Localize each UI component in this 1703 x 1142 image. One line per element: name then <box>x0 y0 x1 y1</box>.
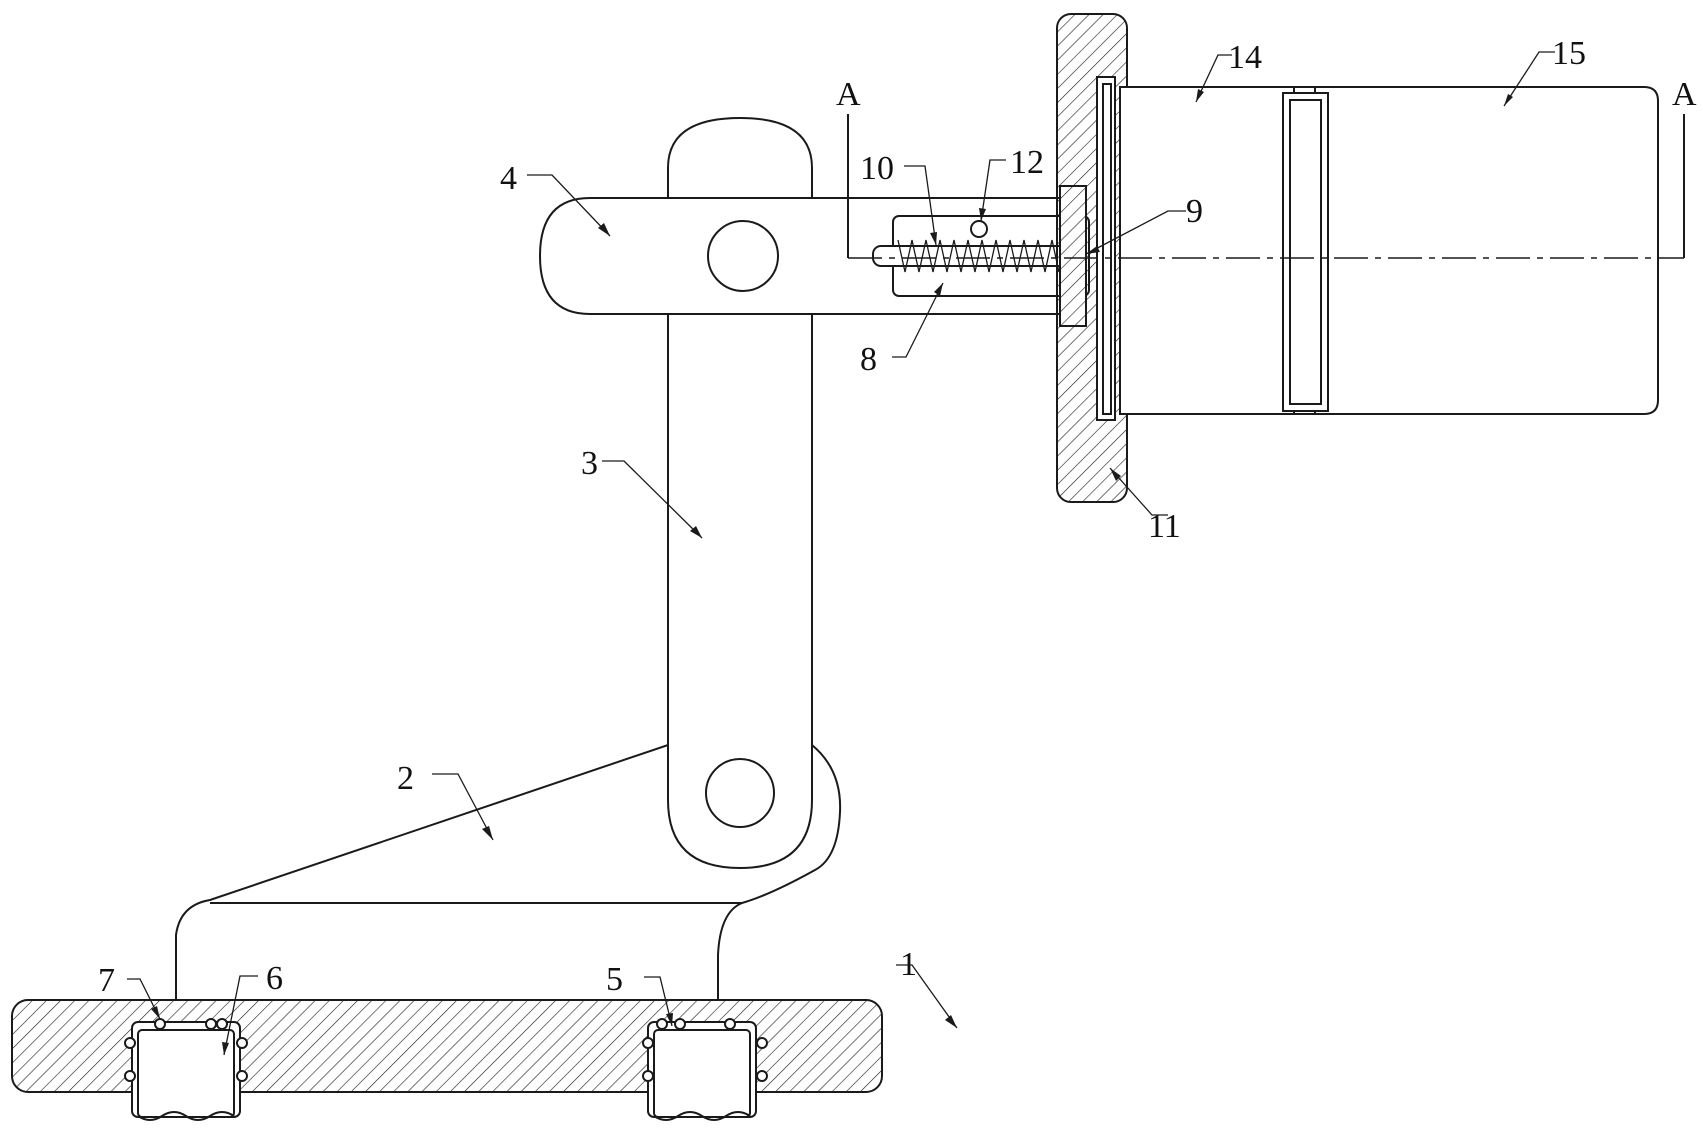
label-12: 12 <box>1010 144 1044 181</box>
horizontal-arm <box>538 185 1090 327</box>
section-line: A A <box>836 76 1697 259</box>
label-3: 3 <box>581 445 598 482</box>
label-2: 2 <box>397 760 414 797</box>
label-5: 5 <box>606 961 623 998</box>
label-8: 8 <box>860 341 877 378</box>
label-10: 10 <box>860 150 894 187</box>
ball-bearings <box>124 1018 768 1082</box>
label-4: 4 <box>500 160 517 197</box>
label-9: 9 <box>1186 193 1203 230</box>
right-post <box>647 1021 757 1121</box>
leader-lines <box>127 51 1555 1056</box>
label-14: 14 <box>1228 39 1262 76</box>
cylinder-body <box>1119 86 1659 415</box>
section-mark-right: A <box>1672 76 1697 113</box>
label-15: 15 <box>1552 35 1586 72</box>
label-7: 7 <box>98 962 115 999</box>
label-6: 6 <box>266 960 283 997</box>
label-11: 11 <box>1148 508 1181 545</box>
section-mark-left: A <box>836 76 861 113</box>
left-post <box>131 1021 241 1121</box>
part-labels: 1 2 3 4 5 6 7 8 9 10 11 12 14 15 <box>98 35 1586 999</box>
label-1: 1 <box>900 946 917 983</box>
